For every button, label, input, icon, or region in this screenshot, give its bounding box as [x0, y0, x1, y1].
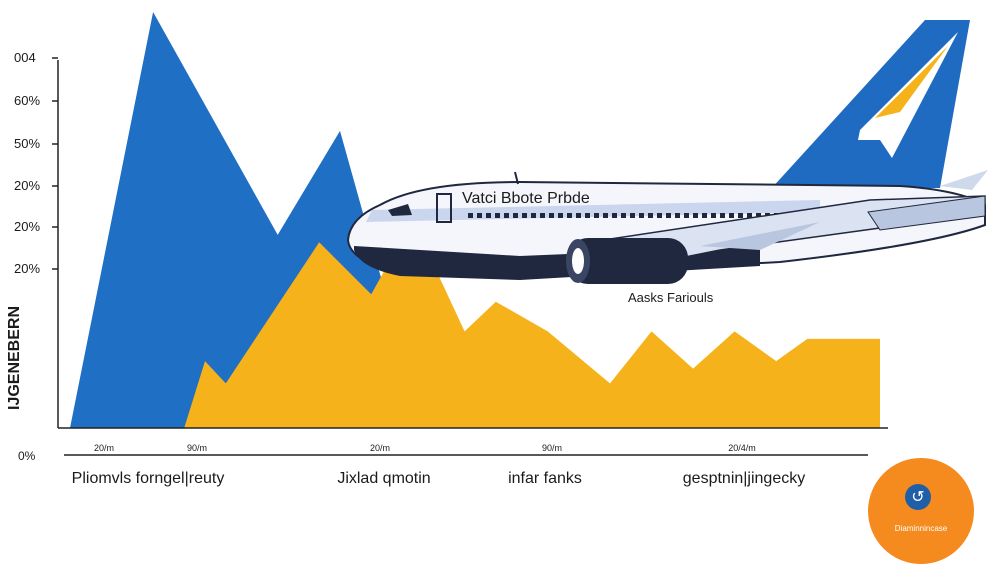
airplane-window [531, 213, 536, 218]
y-tick-marks [52, 57, 58, 270]
plane-body-text: Vatci Bbote Prbde [462, 190, 590, 207]
y-tick-label: 60% [14, 93, 41, 108]
airplane-window [693, 213, 698, 218]
category-label: infar fanks [508, 470, 582, 487]
airplane-window [666, 213, 671, 218]
airplane-window [540, 213, 545, 218]
category-label: Pliomvls forngel|reuty [71, 470, 225, 487]
x-tick-label: 20/4/m [728, 443, 756, 453]
y-zero-label: 0% [18, 449, 36, 463]
y-tick-label: 20% [14, 261, 41, 276]
airplane-window [549, 213, 554, 218]
airplane-window [612, 213, 617, 218]
airplane-window [639, 213, 644, 218]
airplane-window [675, 213, 680, 218]
x-tick-label: 90/m [186, 443, 208, 453]
airplane-antenna [514, 171, 519, 185]
airplane-windows [468, 213, 797, 218]
plane-caption: Aasks Fariouls [628, 290, 714, 305]
airplane-window [720, 213, 725, 218]
airplane-door [436, 193, 452, 223]
airplane-window [621, 213, 626, 218]
airplane-wing-flap [700, 222, 820, 250]
airplane-stabilizer [940, 170, 988, 190]
airplane-window [747, 213, 752, 218]
airplane-window [657, 213, 662, 218]
airplane-illustration [346, 20, 988, 284]
airplane-window [702, 213, 707, 218]
category-label: Jixlad qmotin [337, 470, 431, 487]
airplane-engine [568, 238, 688, 284]
airplane-window [684, 213, 689, 218]
airplane-window [738, 213, 743, 218]
airplane-window [576, 213, 581, 218]
airplane-window [729, 213, 734, 218]
x-tick-label: 20/m [93, 443, 115, 453]
airplane-engine-core [572, 248, 584, 274]
y-axis-label: IJGENEBERN [6, 305, 23, 410]
airplane-window [495, 213, 500, 218]
x-tick-label: 90/m [541, 443, 563, 453]
airplane-window [504, 213, 509, 218]
refresh-arrow-icon: ↺ [905, 484, 931, 510]
area-series-1 [184, 220, 880, 428]
airplane-fuselage [346, 180, 986, 278]
airplane-window [513, 213, 518, 218]
x-tick-label: 20/m [369, 443, 391, 453]
airplane-window [477, 213, 482, 218]
airplane-window [630, 213, 635, 218]
airplane-tail-accent [875, 46, 948, 118]
brand-badge[interactable]: ↺ Diaminnincase [868, 458, 974, 564]
airplane-cockpit [388, 204, 412, 216]
airplane-window [585, 213, 590, 218]
airplane-window [486, 213, 491, 218]
airplane-window [522, 213, 527, 218]
airplane-tail [770, 20, 970, 190]
airplane-window [558, 213, 563, 218]
y-tick-label: 50% [14, 136, 41, 151]
y-tick-label: 20% [14, 219, 41, 234]
chart-series-layer [70, 12, 880, 428]
badge-text: Diaminnincase [894, 524, 948, 533]
airplane-window [594, 213, 599, 218]
airplane-tailplane [867, 195, 986, 231]
y-tick-label: 004 [14, 50, 36, 65]
airplane-window [756, 213, 761, 218]
category-label: gesptnin|jingecky [682, 470, 806, 487]
y-tick-label: 20% [14, 178, 41, 193]
airplane-window [648, 213, 653, 218]
airplane-window [567, 213, 572, 218]
airplane-window [711, 213, 716, 218]
airplane-window [603, 213, 608, 218]
airplane-window [468, 213, 473, 218]
